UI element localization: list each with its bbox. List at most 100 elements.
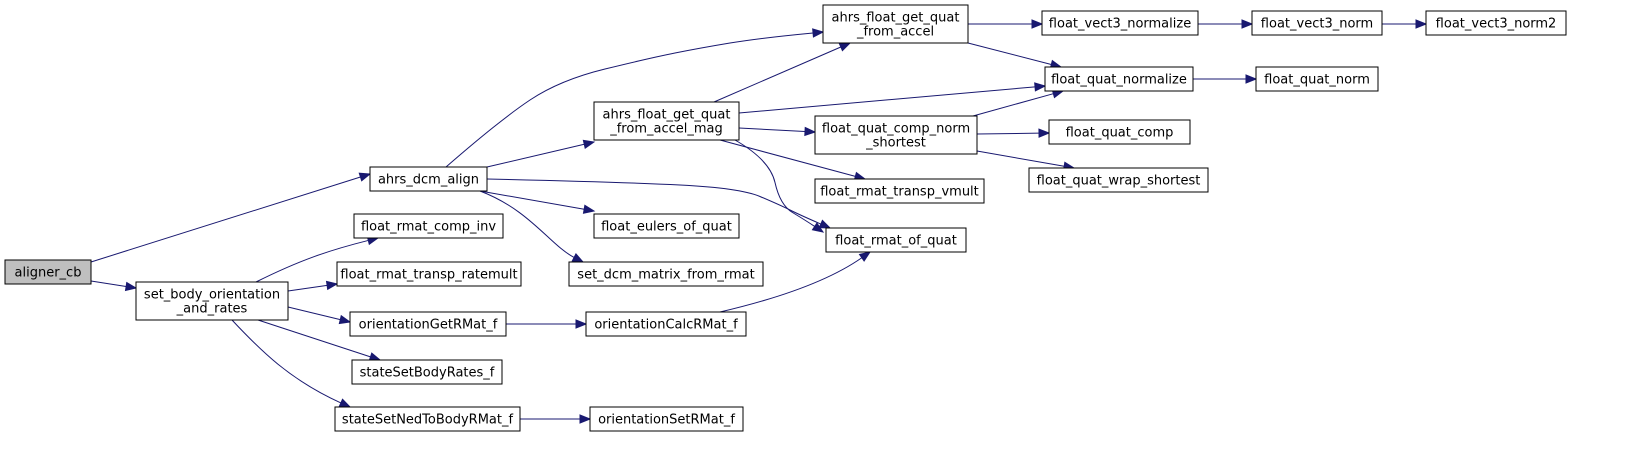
node-float-quat-normalize[interactable]: float_quat_normalize [1044,66,1194,92]
node-orientationgetrmat-f[interactable]: orientationGetRMat_f [349,311,507,337]
node-box [351,359,503,385]
arrowhead-icon [582,139,596,150]
edge-line [486,143,585,168]
edge-line [257,319,371,358]
edge-ahrs_float_get_quat_from_accel_mag-to-float_rmat_transp_vmult [719,139,867,181]
node-label: float_quat_comp [1066,126,1174,141]
arrowhead-icon [838,42,852,52]
edge-line [486,178,822,225]
arrowhead-icon [1415,19,1428,29]
arrowhead-icon [325,280,339,291]
edge-ahrs_dcm_align-to-set_dcm_matrix_from_rmat [479,190,585,263]
edge-line [255,239,369,283]
edge-ahrs_dcm_align-to-ahrs_float_get_quat_from_accel_mag [486,139,596,168]
arrowhead-icon [1034,82,1047,92]
node-float-vect3-norm2[interactable]: float_vect3_norm2 [1425,10,1567,36]
node-orientationsetrmat-f[interactable]: orientationSetRMat_f [589,406,744,432]
edge-float_vect3_norm-to-float_vect3_norm2 [1382,19,1428,29]
edge-line [231,319,342,404]
edge-orientationCalcRMat_f-to-float_rmat_of_quat [719,251,872,313]
node-box [814,115,978,155]
arrowhead-icon [818,219,832,229]
node-box [1041,10,1199,36]
node-box [589,406,744,432]
node-label: float_vect3_normalize [1049,17,1191,32]
node-box [349,311,507,337]
node-box [593,101,740,141]
node-box [822,4,969,44]
edge-line [90,280,127,287]
node-box [593,213,740,239]
node-label: _from_accel_mag [609,122,723,137]
node-box [1044,66,1194,92]
arrowhead-icon [571,252,585,263]
node-statesetbodyrates-f[interactable]: stateSetBodyRates_f [351,359,503,385]
node-ahrs-float-get-quat-from-accel[interactable]: ahrs_float_get_quat_from_accel [822,4,969,44]
edge-float_vect3_normalize-to-float_vect3_norm [1198,19,1254,29]
edge-ahrs_dcm_align-to-ahrs_float_get_quat_from_accel [445,28,825,168]
arrowhead-icon [582,204,596,214]
node-label: float_rmat_transp_vmult [820,185,979,200]
node-float-rmat-comp-inv[interactable]: float_rmat_comp_inv [353,213,504,239]
edge-line [287,284,328,292]
edge-line [738,127,806,132]
node-float-rmat-transp-ratemult[interactable]: float_rmat_transp_ratemult [336,261,522,287]
node-float-quat-norm[interactable]: float_quat_norm [1255,66,1379,92]
node-box [369,166,488,192]
node-label: float_vect3_norm2 [1436,17,1557,32]
edge-set_body_orientation_and_rates-to-float_rmat_transp_ratemult [287,280,339,292]
edge-ahrs_float_get_quat_from_accel_mag-to-float_quat_normalize [738,82,1047,114]
node-set-dcm-matrix-from-rmat[interactable]: set_dcm_matrix_from_rmat [568,261,764,287]
arrowhead-icon [1241,19,1254,29]
node-label: aligner_cb [15,266,82,281]
edge-line [287,306,341,321]
arrowhead-icon [575,319,588,329]
node-float-vect3-norm[interactable]: float_vect3_norm [1251,10,1383,36]
edge-line [972,93,1054,117]
node-label: ahrs_float_get_quat [832,11,960,26]
node-float-quat-comp-norm-shortest[interactable]: float_quat_comp_norm_shortest [814,115,978,155]
node-float-eulers-of-quat[interactable]: float_eulers_of_quat [593,213,740,239]
node-label: ahrs_dcm_align [378,173,479,188]
edge-float_quat_comp_norm_shortest-to-float_quat_normalize [972,89,1065,117]
edge-line [719,139,856,177]
node-label: float_vect3_norm [1261,17,1373,32]
node-box [1251,10,1383,36]
edge-ahrs_float_get_quat_from_accel_mag-to-float_quat_comp_norm_shortest [738,126,817,137]
arrowhead-icon [812,28,825,38]
node-label: float_quat_comp_norm [822,122,970,137]
edge-ahrs_float_get_quat_from_accel-to-float_vect3_normalize [968,19,1044,29]
node-float-quat-comp[interactable]: float_quat_comp [1048,119,1191,145]
arrowhead-icon [124,281,138,292]
node-set-body-orientation-and-rates[interactable]: set_body_orientation_and_rates [135,281,289,321]
edge-orientationGetRMat_f-to-orientationCalcRMat_f [506,319,588,329]
edge-stateSetNedToBodyRMat_f-to-orientationSetRMat_f [520,414,592,424]
edge-ahrs_float_get_quat_from_accel_mag-to-float_rmat_of_quat [734,139,825,233]
node-statesetnedtobodyrmat-f[interactable]: stateSetNedToBodyRMat_f [334,406,521,432]
arrowhead-icon [1038,128,1051,138]
node-label: ahrs_float_get_quat [603,108,731,123]
node-aligner-cb[interactable]: aligner_cb [4,259,92,285]
node-ahrs-float-get-quat-from-accel-mag[interactable]: ahrs_float_get_quat_from_accel_mag [593,101,740,141]
node-orientationcalcrmat-f[interactable]: orientationCalcRMat_f [585,311,747,337]
node-label: float_quat_normalize [1051,73,1187,88]
arrowhead-icon [579,414,592,424]
node-ahrs-dcm-align[interactable]: ahrs_dcm_align [369,166,488,192]
node-float-rmat-of-quat[interactable]: float_rmat_of_quat [825,227,967,253]
edge-ahrs_float_get_quat_from_accel-to-float_quat_normalize [967,42,1063,69]
edge-aligner_cb-to-set_body_orientation_and_rates [90,280,138,292]
edge-set_body_orientation_and_rates-to-stateSetBodyRates_f [257,319,382,362]
node-label: float_quat_norm [1264,73,1370,88]
node-box [4,259,92,285]
arrowhead-icon [338,314,352,325]
node-label: stateSetNedToBodyRMat_f [342,413,514,428]
node-label: float_rmat_comp_inv [361,220,496,235]
node-float-rmat-transp-vmult[interactable]: float_rmat_transp_vmult [814,178,985,204]
edge-ahrs_dcm_align-to-float_rmat_of_quat [486,178,832,229]
node-float-quat-wrap-shortest[interactable]: float_quat_wrap_shortest [1028,167,1209,193]
node-box [1425,10,1567,36]
node-box [336,261,522,287]
node-float-vect3-normalize[interactable]: float_vect3_normalize [1041,10,1199,36]
edge-line [713,46,842,103]
edge-float_quat_normalize-to-float_quat_norm [1193,74,1258,84]
